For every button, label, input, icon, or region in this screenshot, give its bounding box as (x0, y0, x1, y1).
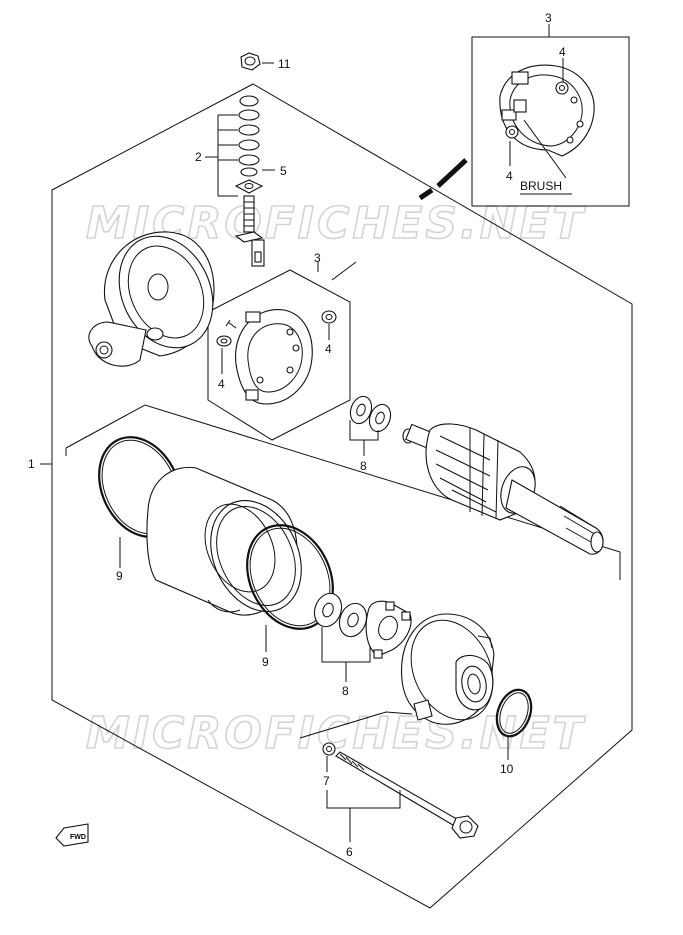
lock-plate-icon (365, 600, 412, 659)
callout-4-right: 4 (325, 342, 332, 356)
brush-label: BRUSH (520, 179, 562, 193)
callout-9-left: 9 (116, 569, 123, 583)
callout-3-main: 3 (314, 251, 321, 265)
part-2-washer-stack-icon (238, 95, 260, 177)
callout-4-inset-top: 4 (559, 45, 566, 59)
rear-cover-icon (88, 231, 215, 367)
armature-icon (402, 423, 604, 555)
yoke-body-icon (146, 466, 302, 616)
front-housing-icon (400, 613, 495, 725)
callout-4-left: 4 (218, 377, 225, 391)
callout-2: 2 (195, 150, 202, 164)
part-9-oring-mid-icon (246, 524, 334, 630)
subgroup-outline (65, 404, 621, 580)
part-5-insulator-icon (234, 179, 264, 194)
part-6-through-bolt-icon (335, 751, 479, 839)
callout-6: 6 (346, 845, 353, 859)
part-4-brush-left-icon (216, 335, 232, 347)
part-11-nut-icon (240, 52, 261, 71)
callout-8-lower: 8 (342, 684, 349, 698)
callout-3-inset: 3 (545, 11, 552, 25)
part-10-oring-icon (495, 688, 533, 738)
part-8-lower-washers-icon (313, 592, 368, 638)
callout-10: 10 (500, 762, 514, 776)
fwd-label: FWD (70, 834, 86, 841)
assembly-outline (51, 83, 633, 909)
brush-plate-group-outline (207, 269, 351, 441)
part-7-washer-icon (322, 742, 336, 756)
part-4-brush-right-icon (321, 310, 337, 324)
inset-box (471, 36, 630, 207)
brush-plate-icon (225, 309, 313, 405)
callout-7: 7 (323, 774, 330, 788)
part-8-upper-washers-icon (349, 395, 392, 433)
callout-9-mid: 9 (262, 655, 269, 669)
callout-11: 11 (278, 57, 291, 71)
terminal-bolt-icon (234, 195, 265, 267)
inset-brush-holder-icon (499, 64, 595, 157)
callout-5: 5 (280, 164, 287, 178)
callout-1: 1 (28, 457, 35, 471)
callout-4-inset-bottom: 4 (506, 169, 513, 183)
callout-8-upper: 8 (360, 459, 367, 473)
fwd-direction-badge: FWD (55, 823, 89, 847)
